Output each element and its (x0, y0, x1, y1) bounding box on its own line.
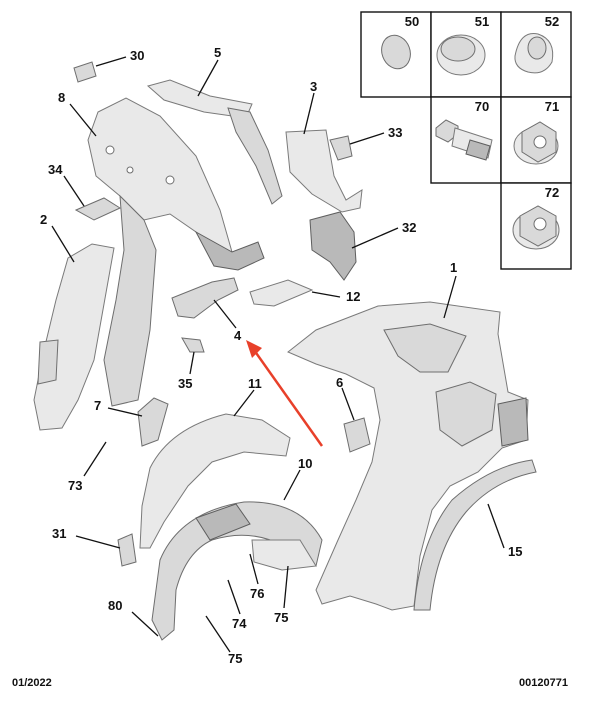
callout-75b: 75 (228, 651, 242, 666)
hex-nut-icon (512, 205, 560, 250)
callout-5: 5 (214, 45, 221, 60)
callout-80: 80 (108, 598, 122, 613)
arrow-shaft (252, 349, 324, 447)
clip-6 (343, 417, 371, 453)
highlight-arrow (246, 340, 324, 447)
grid-label-71: 71 (545, 99, 559, 114)
clip-30 (73, 61, 97, 83)
bracket-4 (171, 277, 239, 319)
callout-15: 15 (508, 544, 522, 559)
callout-2: 2 (40, 212, 47, 227)
clip-35 (181, 337, 205, 353)
callout-35: 35 (178, 376, 192, 391)
quarter-panel-1 (287, 301, 529, 611)
callout-75a: 75 (274, 610, 288, 625)
callout-30: 30 (130, 48, 144, 63)
callout-12: 12 (346, 289, 360, 304)
clip-31 (117, 533, 137, 567)
callout-33: 33 (388, 125, 402, 140)
grid-label-52: 52 (545, 14, 559, 29)
grid-label-51: 51 (475, 14, 489, 29)
callout-4: 4 (234, 328, 242, 343)
parts-drawing (33, 61, 537, 641)
callout-8: 8 (58, 90, 65, 105)
arrow-head (246, 340, 262, 358)
footer-ref: 00120771 (519, 677, 568, 689)
leader-lines (51, 56, 505, 653)
inner-wheelhouse-11 (139, 413, 291, 549)
grid-label-70: 70 (475, 99, 489, 114)
flange-bolt-icon (435, 119, 493, 161)
callout-10: 10 (298, 456, 312, 471)
callout-73: 73 (68, 478, 82, 493)
bracket-32 (309, 211, 357, 281)
grid-label-72: 72 (545, 185, 559, 200)
fastener-grid: 50 51 52 70 71 72 (360, 11, 572, 270)
bracket-34 (74, 197, 122, 221)
callout-31: 31 (52, 526, 66, 541)
footer-date: 01/2022 (12, 677, 52, 689)
callout-32: 32 (402, 220, 416, 235)
callout-76: 76 (250, 586, 264, 601)
callouts: 30 5 8 3 33 34 2 32 1 12 4 35 6 7 11 73 … (40, 45, 522, 666)
callout-74: 74 (232, 616, 247, 631)
callout-34: 34 (48, 162, 63, 177)
plug-icon (381, 34, 411, 70)
callout-6: 6 (336, 375, 343, 390)
plate-12 (249, 279, 314, 307)
bracket-7 (137, 397, 169, 447)
flange-nut-icon (513, 121, 559, 165)
callout-1: 1 (450, 260, 457, 275)
panel-3 (285, 129, 363, 213)
callout-7: 7 (94, 398, 101, 413)
reinforcement-5 (146, 79, 253, 119)
clip-33 (329, 135, 353, 161)
arch-trim-15 (413, 459, 537, 611)
side-panel-2 (33, 243, 115, 431)
grid-label-50: 50 (405, 14, 419, 29)
callout-11: 11 (248, 376, 262, 391)
callout-3: 3 (310, 79, 317, 94)
